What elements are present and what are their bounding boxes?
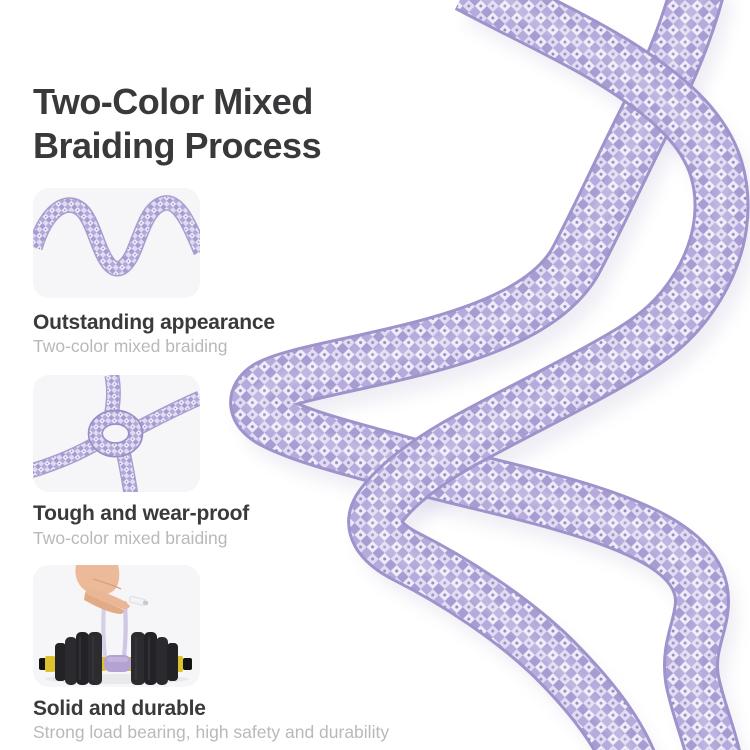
connector-tip xyxy=(128,596,149,606)
wave-cable-graphic xyxy=(33,195,200,277)
cable-sleeve xyxy=(104,655,131,672)
wave-cable-image xyxy=(33,188,200,298)
feature-subtext-tough: Two-color mixed braiding xyxy=(33,528,228,548)
hand xyxy=(75,565,130,614)
cable-strand-upper xyxy=(229,0,741,750)
dumbbell-cable-graphic xyxy=(39,565,192,685)
page-title-line2: Braiding Process xyxy=(33,125,322,166)
feature-heading-durable: Solid and durable xyxy=(33,697,206,720)
feature-heading-appearance: Outstanding appearance xyxy=(33,311,275,334)
page-title-line1: Two-Color Mixed xyxy=(33,81,313,122)
feature-heading-tough: Tough and wear-proof xyxy=(33,502,250,525)
feature-subtext-durable: Strong load bearing, high safety and dur… xyxy=(33,722,390,742)
page-title: Two-Color Mixed Braiding Process xyxy=(33,80,322,168)
knotted-cable-graphic xyxy=(33,375,200,492)
cable-strand-lower xyxy=(347,0,750,750)
dumbbell-cable-image xyxy=(33,565,200,687)
feature-subtext-appearance: Two-color mixed braiding xyxy=(33,336,228,356)
knotted-cable-image xyxy=(33,375,200,492)
weight-plates xyxy=(55,632,178,685)
